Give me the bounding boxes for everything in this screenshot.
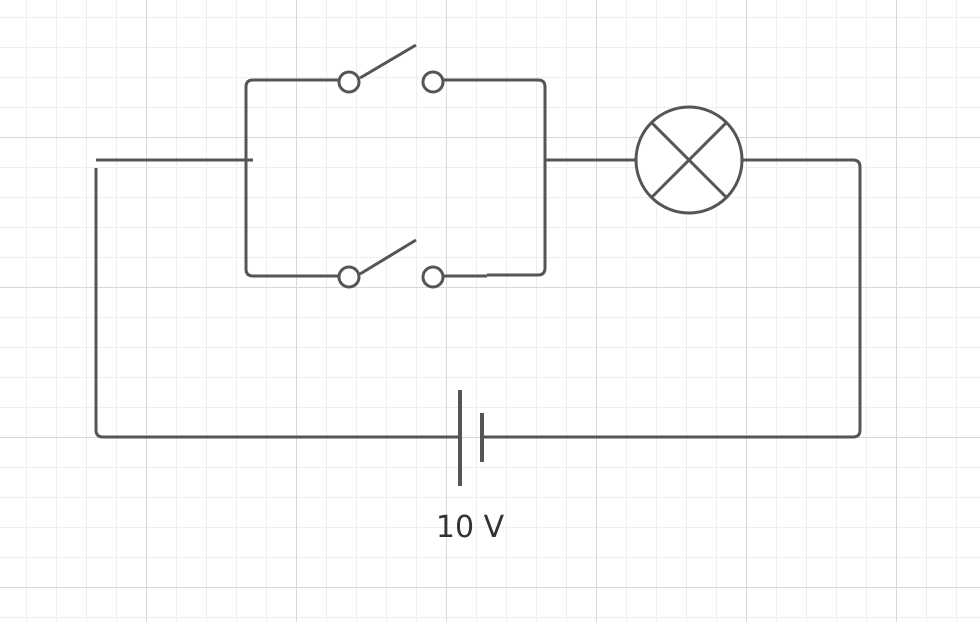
right-wire (576, 158, 862, 439)
switch-lower (276, 238, 487, 289)
switch-upper-lever (359, 43, 417, 80)
parallel-left-rail (244, 78, 280, 278)
switch-lower-terminal-left (337, 265, 361, 289)
lamp-symbol (634, 105, 744, 215)
switch-upper-terminal-left (337, 70, 361, 94)
switch-upper (276, 43, 487, 94)
parallel-right-rail (487, 78, 547, 277)
switch-upper-terminal-right (421, 70, 445, 94)
switch-lower-terminal-right (421, 265, 445, 289)
switch-lower-lever (359, 238, 417, 276)
lamp-cross-b (650, 121, 728, 199)
battery-symbol (366, 390, 576, 486)
battery-voltage-label: 10 V (435, 510, 505, 545)
left-wire (94, 168, 368, 439)
